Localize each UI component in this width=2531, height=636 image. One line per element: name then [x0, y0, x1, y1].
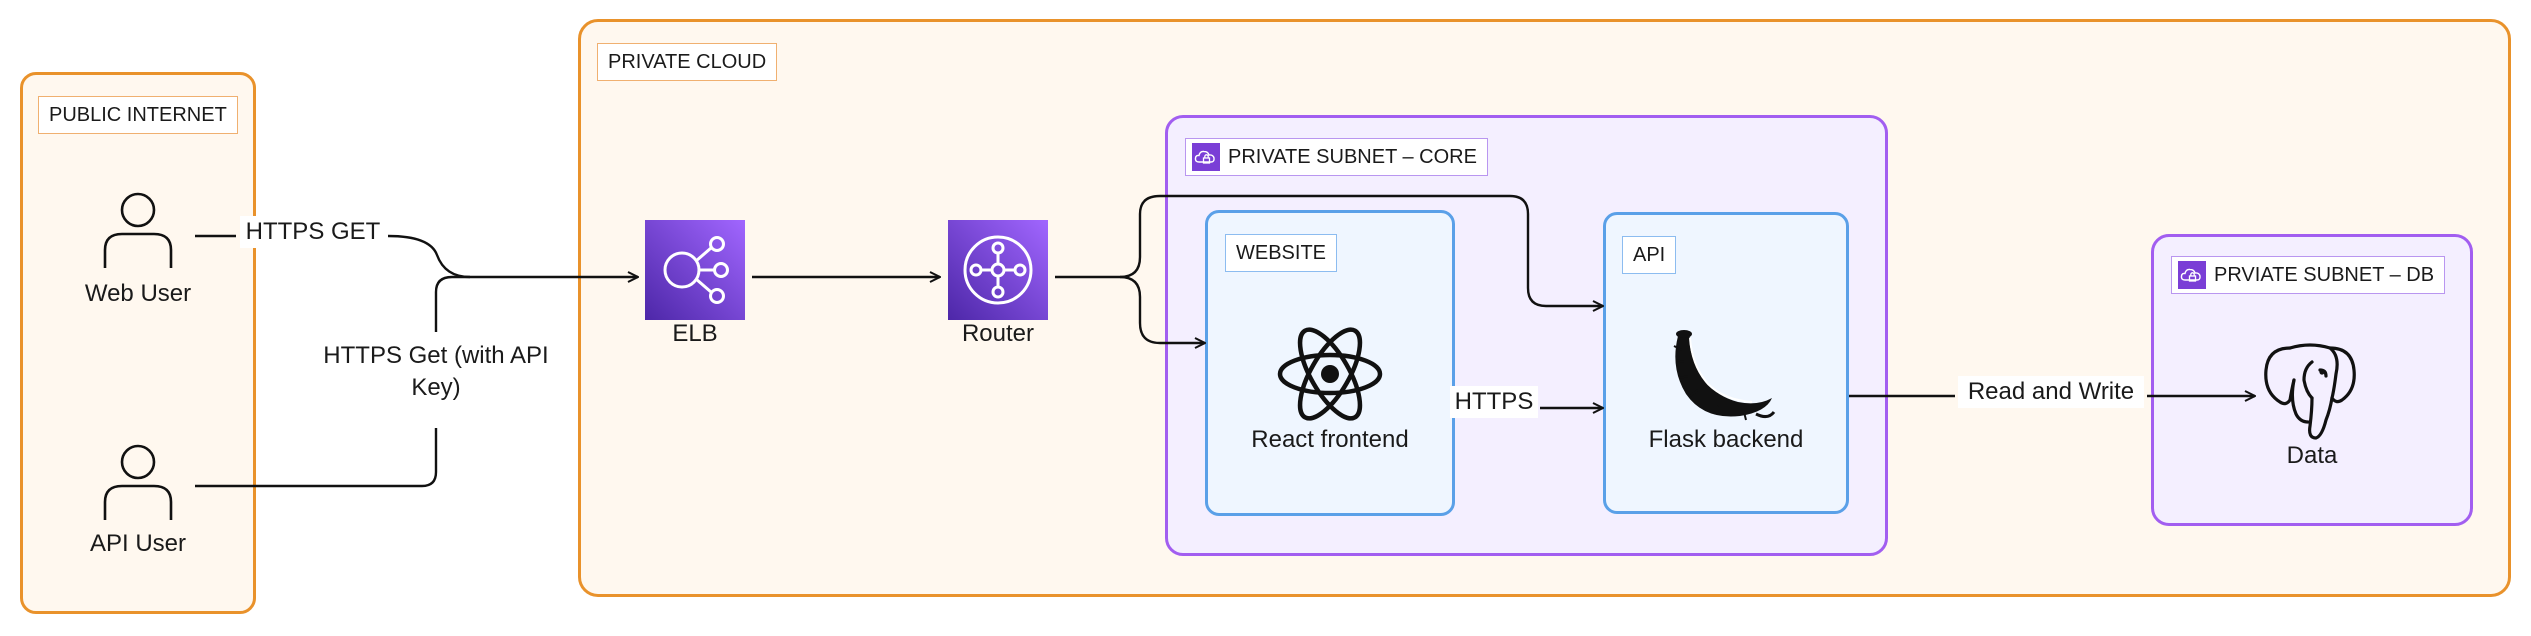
private-subnet-core-label: PRIVATE SUBNET – CORE	[1185, 138, 1488, 176]
edge-router-website	[1055, 275, 1205, 343]
react-logo-icon	[1277, 327, 1383, 421]
api-user-label: API User	[89, 530, 187, 557]
https-get-api-key-label: HTTPS Get (with API Key)	[306, 340, 566, 404]
load-balancer-icon	[645, 220, 745, 320]
private-subnet-db-label: PRVIATE SUBNET – DB	[2171, 256, 2446, 294]
cloud-lock-icon	[1192, 143, 1220, 171]
data-label: Data	[2286, 442, 2338, 469]
https-get-label: HTTPS GET	[240, 216, 386, 248]
router-label: Router	[961, 320, 1035, 347]
private-cloud-label: PRIVATE CLOUD	[597, 43, 778, 81]
web-user-label: Web User	[84, 280, 192, 307]
edge-router-api	[1119, 194, 1603, 306]
flask-backend-label: Flask backend	[1648, 426, 1804, 453]
public-internet-label: PUBLIC INTERNET	[38, 96, 238, 134]
https-label: HTTPS	[1450, 386, 1538, 418]
cloud-lock-icon	[2178, 261, 2206, 289]
router-icon	[948, 220, 1048, 320]
edge-apiuser-elb	[434, 275, 470, 332]
user-icon	[103, 444, 173, 520]
user-icon	[103, 192, 173, 268]
postgresql-elephant-icon	[2264, 343, 2356, 440]
public-internet-group	[20, 72, 256, 614]
read-write-label: Read and Write	[1958, 376, 2144, 408]
api-label: API	[1622, 236, 1677, 274]
edge-webuser-elb	[387, 234, 638, 277]
edge-apiuser-elb	[195, 428, 438, 488]
react-frontend-label: React frontend	[1251, 426, 1409, 453]
website-label: WEBSITE	[1225, 234, 1338, 272]
subnet-db-text: PRVIATE SUBNET – DB	[2214, 264, 2435, 286]
elb-label: ELB	[672, 320, 718, 347]
flask-logo-icon	[1673, 330, 1776, 421]
subnet-core-text: PRIVATE SUBNET – CORE	[1228, 146, 1477, 168]
